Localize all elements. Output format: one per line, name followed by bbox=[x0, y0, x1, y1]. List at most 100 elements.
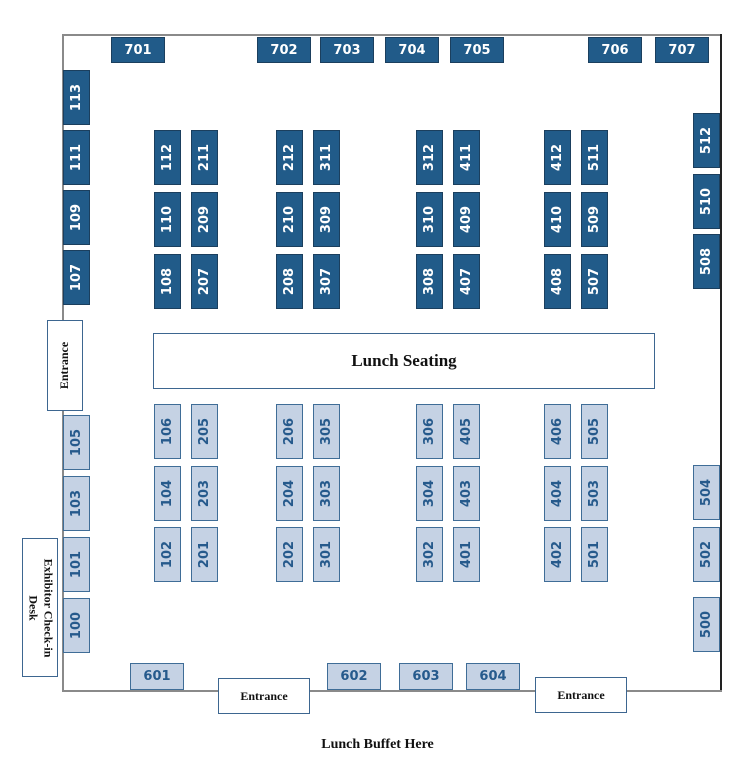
booth-602[interactable]: 602 bbox=[327, 663, 381, 690]
booth-202[interactable]: 202 bbox=[276, 527, 303, 582]
booth-212[interactable]: 212 bbox=[276, 130, 303, 185]
booth-507[interactable]: 507 bbox=[581, 254, 608, 309]
booth-305[interactable]: 305 bbox=[313, 404, 340, 459]
booth-401[interactable]: 401 bbox=[453, 527, 480, 582]
booth-105[interactable]: 105 bbox=[63, 415, 90, 470]
booth-109[interactable]: 109 bbox=[63, 190, 90, 245]
booth-204[interactable]: 204 bbox=[276, 466, 303, 521]
booth-205[interactable]: 205 bbox=[191, 404, 218, 459]
booth-number: 307 bbox=[319, 267, 335, 296]
booth-100[interactable]: 100 bbox=[63, 598, 90, 653]
booth-304[interactable]: 304 bbox=[416, 466, 443, 521]
booth-number: 604 bbox=[479, 669, 507, 684]
booth-412[interactable]: 412 bbox=[544, 130, 571, 185]
booth-number: 304 bbox=[422, 479, 438, 508]
booth-509[interactable]: 509 bbox=[581, 192, 608, 247]
booth-210[interactable]: 210 bbox=[276, 192, 303, 247]
booth-601[interactable]: 601 bbox=[130, 663, 184, 690]
booth-208[interactable]: 208 bbox=[276, 254, 303, 309]
booth-505[interactable]: 505 bbox=[581, 404, 608, 459]
booth-number: 103 bbox=[69, 489, 85, 518]
booth-number: 501 bbox=[587, 540, 603, 569]
booth-311[interactable]: 311 bbox=[313, 130, 340, 185]
booth-504[interactable]: 504 bbox=[693, 465, 720, 520]
booth-203[interactable]: 203 bbox=[191, 466, 218, 521]
booth-106[interactable]: 106 bbox=[154, 404, 181, 459]
booth-707[interactable]: 707 bbox=[655, 37, 709, 63]
booth-408[interactable]: 408 bbox=[544, 254, 571, 309]
booth-706[interactable]: 706 bbox=[588, 37, 642, 63]
booth-number: 706 bbox=[601, 42, 629, 58]
booth-501[interactable]: 501 bbox=[581, 527, 608, 582]
booth-503[interactable]: 503 bbox=[581, 466, 608, 521]
booth-number: 405 bbox=[459, 417, 475, 446]
booth-209[interactable]: 209 bbox=[191, 192, 218, 247]
booth-113[interactable]: 113 bbox=[63, 70, 90, 125]
booth-number: 206 bbox=[282, 417, 298, 446]
booth-307[interactable]: 307 bbox=[313, 254, 340, 309]
booth-502[interactable]: 502 bbox=[693, 527, 720, 582]
booth-number: 201 bbox=[197, 540, 213, 569]
booth-310[interactable]: 310 bbox=[416, 192, 443, 247]
entrance-bottom-left-label: Entrance bbox=[240, 688, 288, 703]
booth-403[interactable]: 403 bbox=[453, 466, 480, 521]
booth-312[interactable]: 312 bbox=[416, 130, 443, 185]
booth-407[interactable]: 407 bbox=[453, 254, 480, 309]
booth-604[interactable]: 604 bbox=[466, 663, 520, 690]
booth-207[interactable]: 207 bbox=[191, 254, 218, 309]
hall-wall-right bbox=[720, 34, 722, 692]
booth-107[interactable]: 107 bbox=[63, 250, 90, 305]
booth-number: 309 bbox=[319, 205, 335, 234]
booth-110[interactable]: 110 bbox=[154, 192, 181, 247]
booth-103[interactable]: 103 bbox=[63, 476, 90, 531]
booth-404[interactable]: 404 bbox=[544, 466, 571, 521]
booth-number: 209 bbox=[197, 205, 213, 234]
booth-308[interactable]: 308 bbox=[416, 254, 443, 309]
booth-702[interactable]: 702 bbox=[257, 37, 311, 63]
booth-410[interactable]: 410 bbox=[544, 192, 571, 247]
booth-508[interactable]: 508 bbox=[693, 234, 720, 289]
booth-704[interactable]: 704 bbox=[385, 37, 439, 63]
booth-301[interactable]: 301 bbox=[313, 527, 340, 582]
entrance-left[interactable]: Entrance bbox=[47, 320, 83, 411]
booth-206[interactable]: 206 bbox=[276, 404, 303, 459]
booth-201[interactable]: 201 bbox=[191, 527, 218, 582]
booth-104[interactable]: 104 bbox=[154, 466, 181, 521]
booth-number: 107 bbox=[69, 263, 85, 292]
booth-411[interactable]: 411 bbox=[453, 130, 480, 185]
booth-number: 701 bbox=[124, 42, 152, 58]
booth-211[interactable]: 211 bbox=[191, 130, 218, 185]
booth-406[interactable]: 406 bbox=[544, 404, 571, 459]
booth-510[interactable]: 510 bbox=[693, 174, 720, 229]
booth-302[interactable]: 302 bbox=[416, 527, 443, 582]
booth-500[interactable]: 500 bbox=[693, 597, 720, 652]
booth-303[interactable]: 303 bbox=[313, 466, 340, 521]
booth-306[interactable]: 306 bbox=[416, 404, 443, 459]
entrance-bottom-left[interactable]: Entrance bbox=[218, 678, 310, 714]
booth-number: 301 bbox=[319, 540, 335, 569]
booth-112[interactable]: 112 bbox=[154, 130, 181, 185]
booth-number: 212 bbox=[282, 143, 298, 172]
booth-number: 110 bbox=[160, 205, 176, 234]
booth-111[interactable]: 111 bbox=[63, 130, 90, 185]
booth-number: 703 bbox=[333, 42, 361, 58]
booth-309[interactable]: 309 bbox=[313, 192, 340, 247]
booth-512[interactable]: 512 bbox=[693, 113, 720, 168]
lunch-seating-area: Lunch Seating bbox=[153, 333, 655, 389]
booth-number: 210 bbox=[282, 205, 298, 234]
booth-603[interactable]: 603 bbox=[399, 663, 453, 690]
booth-705[interactable]: 705 bbox=[450, 37, 504, 63]
booth-409[interactable]: 409 bbox=[453, 192, 480, 247]
entrance-bottom-right-label: Entrance bbox=[557, 687, 605, 702]
booth-402[interactable]: 402 bbox=[544, 527, 571, 582]
entrance-bottom-right[interactable]: Entrance bbox=[535, 677, 627, 713]
booth-102[interactable]: 102 bbox=[154, 527, 181, 582]
booth-405[interactable]: 405 bbox=[453, 404, 480, 459]
booth-701[interactable]: 701 bbox=[111, 37, 165, 63]
booth-101[interactable]: 101 bbox=[63, 537, 90, 592]
booth-511[interactable]: 511 bbox=[581, 130, 608, 185]
booth-703[interactable]: 703 bbox=[320, 37, 374, 63]
booth-108[interactable]: 108 bbox=[154, 254, 181, 309]
booth-number: 105 bbox=[69, 428, 85, 457]
